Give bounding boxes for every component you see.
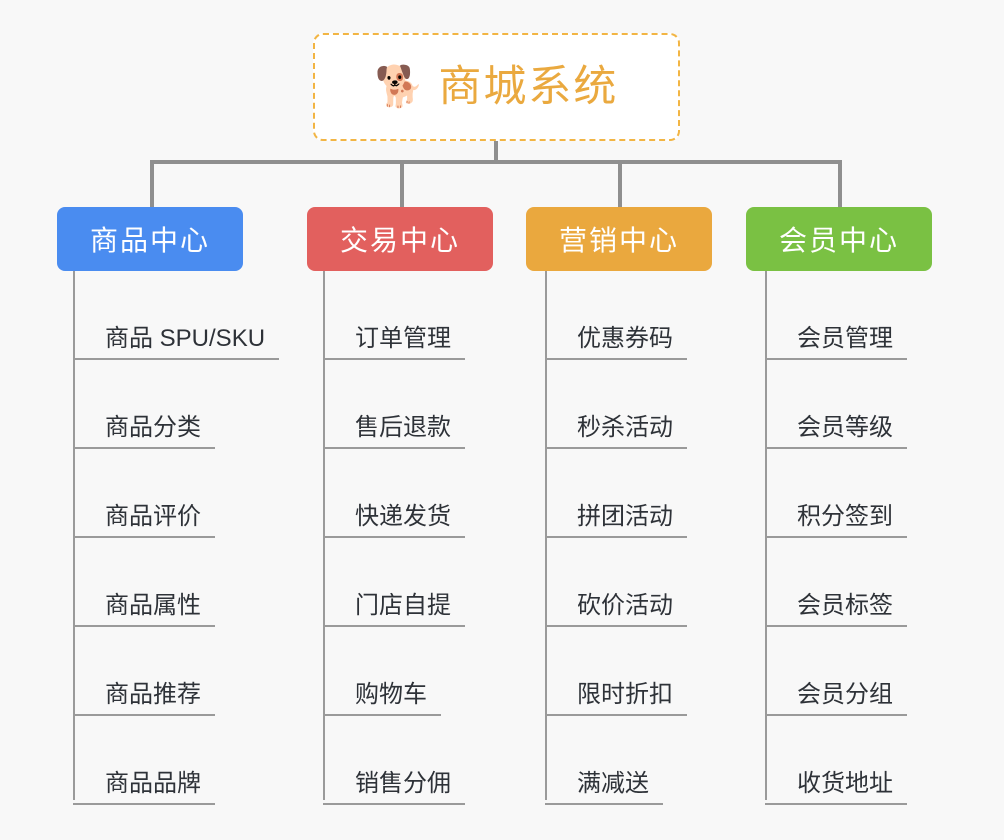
leaf-node-label: 拼团活动 bbox=[577, 502, 673, 530]
category-header-trade-center[interactable]: 交易中心 bbox=[307, 207, 493, 271]
leaf-node-label: 商品属性 bbox=[105, 591, 201, 619]
connector-root-stem bbox=[494, 141, 498, 164]
leaf-node-label: 商品评价 bbox=[105, 502, 201, 530]
leaf-node[interactable]: 拼团活动 bbox=[545, 449, 687, 538]
leaf-node[interactable]: 会员分组 bbox=[765, 627, 907, 716]
leaf-node[interactable]: 限时折扣 bbox=[545, 627, 687, 716]
leaf-node-label: 收货地址 bbox=[797, 769, 893, 797]
leaf-node-label: 会员分组 bbox=[797, 680, 893, 708]
leaf-node-label: 商品 SPU/SKU bbox=[105, 324, 266, 352]
category-header-label: 商品中心 bbox=[89, 225, 210, 256]
leaf-node[interactable]: 商品推荐 bbox=[73, 627, 215, 716]
leaf-node[interactable]: 满减送 bbox=[545, 716, 663, 805]
leaf-node-label: 砍价活动 bbox=[577, 591, 673, 619]
leaf-node-label: 秒杀活动 bbox=[577, 413, 673, 441]
leaf-node[interactable]: 会员标签 bbox=[765, 538, 907, 627]
leaf-node[interactable]: 优惠券码 bbox=[545, 271, 687, 360]
leaf-node-label: 限时折扣 bbox=[577, 680, 673, 708]
leaf-node-label: 会员标签 bbox=[797, 591, 893, 619]
leaf-node[interactable]: 购物车 bbox=[323, 627, 441, 716]
leaf-node[interactable]: 订单管理 bbox=[323, 271, 465, 360]
connector-drop-member-center bbox=[838, 160, 842, 208]
leaf-node-label: 订单管理 bbox=[355, 324, 451, 352]
column-rail bbox=[545, 271, 547, 800]
leaf-node[interactable]: 会员等级 bbox=[765, 360, 907, 449]
leaf-node-label: 商品分类 bbox=[105, 413, 201, 441]
leaf-node[interactable]: 会员管理 bbox=[765, 271, 907, 360]
shiba-dog-face-icon: 🐕 bbox=[374, 65, 425, 109]
connector-drop-trade-center bbox=[400, 160, 404, 208]
leaf-node-label: 售后退款 bbox=[355, 413, 451, 441]
leaf-node-label: 积分签到 bbox=[797, 502, 893, 530]
column-rail bbox=[765, 271, 767, 800]
leaf-node[interactable]: 销售分佣 bbox=[323, 716, 465, 805]
leaf-node[interactable]: 砍价活动 bbox=[545, 538, 687, 627]
leaf-node[interactable]: 商品分类 bbox=[73, 360, 215, 449]
leaf-node-label: 商品推荐 bbox=[105, 680, 201, 708]
leaf-node-label: 门店自提 bbox=[355, 591, 451, 619]
category-header-label: 会员中心 bbox=[778, 225, 899, 256]
leaf-node[interactable]: 收货地址 bbox=[765, 716, 907, 805]
leaf-node[interactable]: 快递发货 bbox=[323, 449, 465, 538]
category-header-label: 营销中心 bbox=[558, 225, 679, 256]
leaf-node-label: 销售分佣 bbox=[355, 769, 451, 797]
leaf-node-label: 满减送 bbox=[577, 769, 649, 797]
connector-horizontal-bus bbox=[150, 160, 842, 164]
connector-drop-product-center bbox=[150, 160, 154, 208]
leaf-node-label: 优惠券码 bbox=[577, 324, 673, 352]
leaf-node[interactable]: 商品 SPU/SKU bbox=[73, 271, 280, 360]
connector-drop-marketing-center bbox=[618, 160, 622, 208]
column-rail bbox=[323, 271, 325, 800]
leaf-node[interactable]: 门店自提 bbox=[323, 538, 465, 627]
leaf-node[interactable]: 商品属性 bbox=[73, 538, 215, 627]
category-header-label: 交易中心 bbox=[339, 225, 460, 256]
leaf-node[interactable]: 商品品牌 bbox=[73, 716, 215, 805]
leaf-node[interactable]: 秒杀活动 bbox=[545, 360, 687, 449]
column-rail bbox=[73, 271, 75, 800]
leaf-node[interactable]: 售后退款 bbox=[323, 360, 465, 449]
leaf-node-label: 会员管理 bbox=[797, 324, 893, 352]
leaf-node[interactable]: 商品评价 bbox=[73, 449, 215, 538]
category-header-member-center[interactable]: 会员中心 bbox=[746, 207, 932, 271]
root-node-title: 商城系统 bbox=[438, 62, 619, 111]
leaf-node[interactable]: 积分签到 bbox=[765, 449, 907, 538]
category-header-product-center[interactable]: 商品中心 bbox=[57, 207, 243, 271]
category-header-marketing-center[interactable]: 营销中心 bbox=[526, 207, 712, 271]
root-node-shop-system[interactable]: 🐕 商城系统 bbox=[313, 33, 680, 141]
leaf-node-label: 购物车 bbox=[355, 680, 427, 708]
leaf-node-label: 会员等级 bbox=[797, 413, 893, 441]
leaf-node-label: 快递发货 bbox=[355, 502, 451, 530]
leaf-node-label: 商品品牌 bbox=[105, 769, 201, 797]
